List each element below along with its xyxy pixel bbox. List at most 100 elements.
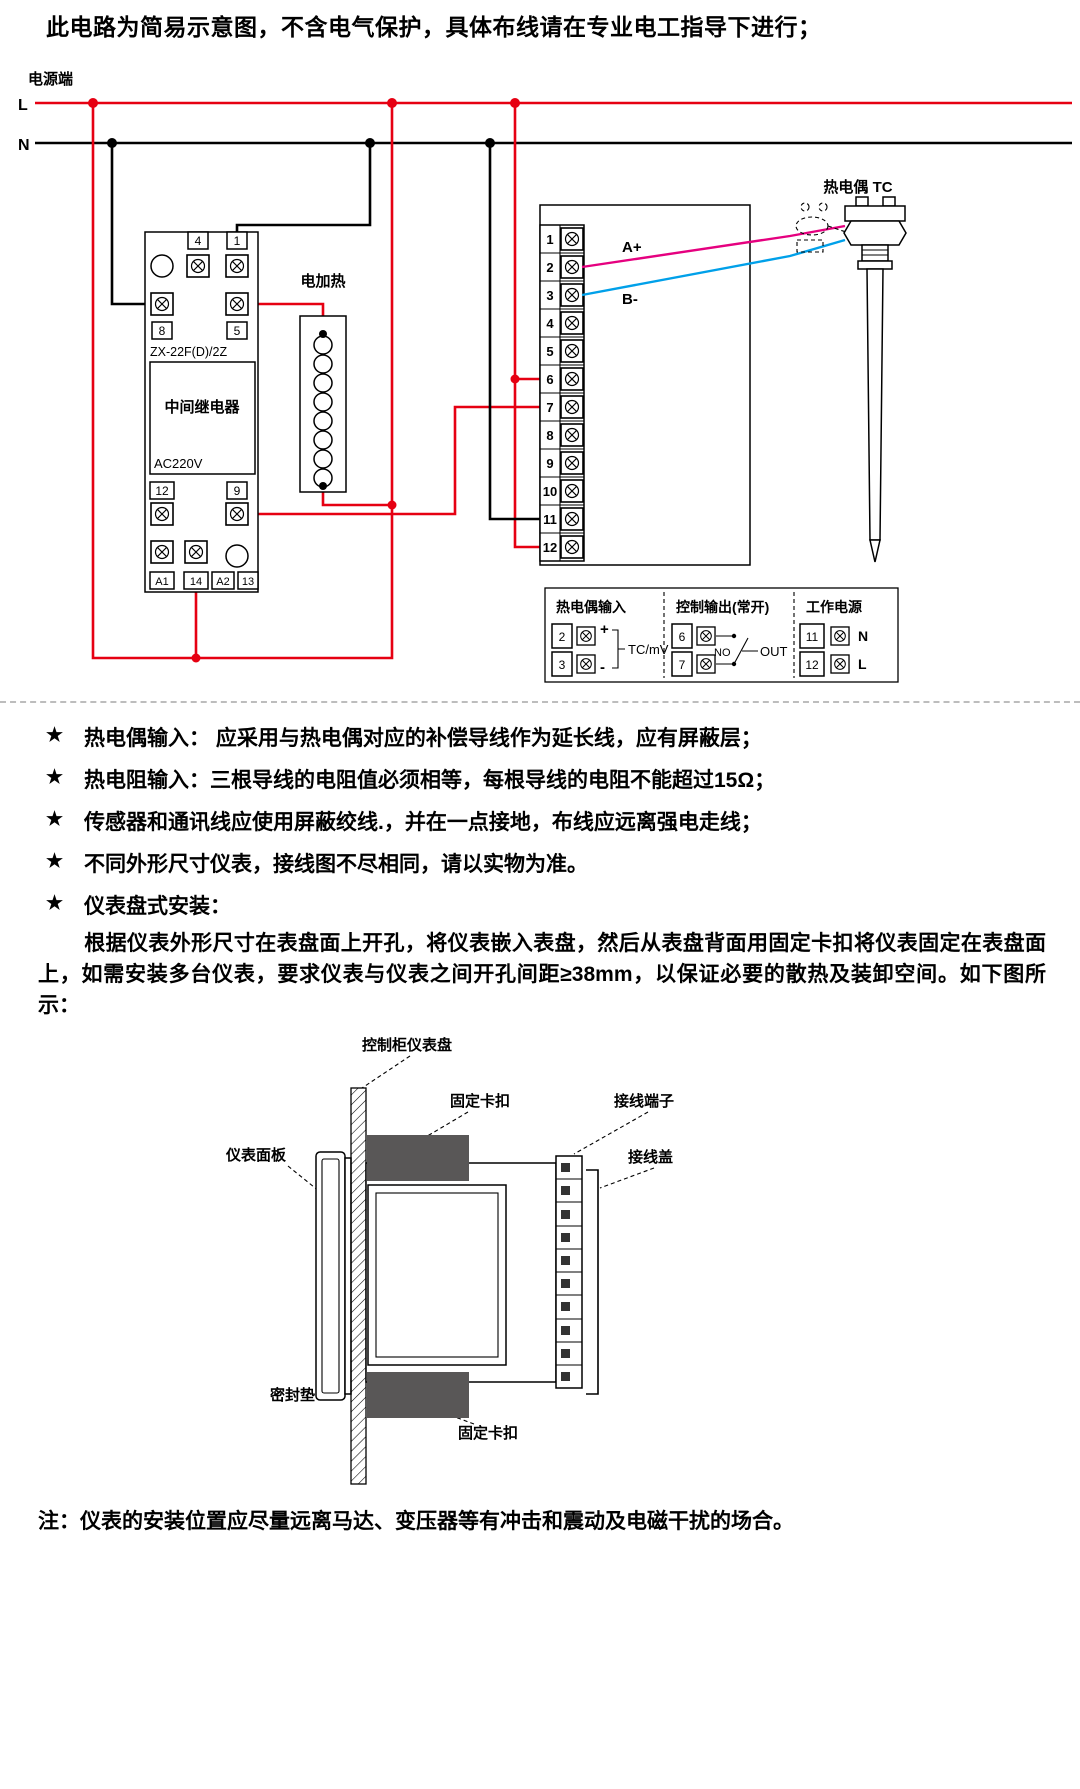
- warning-text: 此电路为简易示意图，不含电气保护，具体布线请在专业电工指导下进行；: [46, 14, 822, 40]
- star-icon: ★: [46, 851, 64, 872]
- relay-model-label: ZX-22F(D)/2Z: [150, 345, 227, 359]
- legend-tc-terminal-3: 3: [559, 658, 566, 672]
- legend-pwr-l: L: [858, 656, 867, 672]
- tc-sheath: [866, 268, 884, 541]
- heater-terminal-top: [319, 330, 327, 338]
- power-rails: 电源端 L N: [18, 70, 1072, 154]
- legend-out-no: NO: [714, 647, 731, 659]
- relay-terminal-8: 8: [159, 324, 166, 338]
- controller-terminal-6: 6: [546, 372, 553, 387]
- legend-out-terminal-7: 7: [679, 658, 686, 672]
- controller-terminal-4: 4: [546, 316, 554, 331]
- thermocouple: 热电偶 TC: [795, 178, 907, 563]
- footnote-text: 注：仪表的安装位置应尽量远离马达、变压器等有冲击和震动及电磁干扰的场合。: [38, 1510, 794, 1533]
- b-minus-label: B-: [622, 291, 638, 308]
- legend-out-terminal-6: 6: [679, 630, 686, 644]
- clip-top-label: 固定卡扣: [450, 1092, 510, 1110]
- a-plus-label: A+: [622, 239, 642, 256]
- fixing-clip-top: [367, 1135, 469, 1181]
- gasket-label: 密封垫: [270, 1386, 315, 1404]
- neutral-label: N: [18, 137, 30, 154]
- tc-minus-wire: [581, 238, 846, 297]
- relay-terminal-9: 9: [234, 484, 241, 498]
- front-panel-label: 仪表面板: [225, 1146, 287, 1164]
- mount-diagram: 控制柜仪表盘 固定卡扣 接线端子 接线盖 仪表面板 密封垫 固定卡扣: [225, 1036, 674, 1485]
- controller-terminal-9: 9: [546, 456, 553, 471]
- terminal-cover-label: 接线盖: [628, 1148, 673, 1166]
- star-icon: ★: [46, 893, 64, 914]
- tc-tip: [869, 539, 881, 563]
- legend-pwr-terminal-11: 11: [806, 630, 819, 644]
- note-text: 传感器和通讯线应使用屏蔽绞线.，并在一点接地，布线应远离强电走线；: [84, 811, 762, 834]
- star-icon: ★: [46, 725, 64, 746]
- legend-out-title: 控制输出(常开): [676, 599, 769, 615]
- legend-out-out: OUT: [760, 644, 788, 659]
- relay-voltage-label: AC220V: [154, 456, 203, 471]
- controller-terminal-11: 11: [543, 512, 557, 527]
- relay-hole-bottom: [225, 544, 249, 568]
- legend-pwr-n: N: [858, 628, 868, 644]
- legend-tc-title: 热电偶输入: [556, 599, 626, 615]
- relay: 4 1 8 5 ZX-22F(D)/2Z 中间继电器 AC220V 12 9: [144, 231, 259, 593]
- controller-terminal-7: 7: [546, 400, 553, 415]
- section-divider: [0, 701, 1080, 703]
- legend-pwr-terminal-12: 12: [805, 658, 819, 672]
- note-item: ★ 热电阻输入：三根导线的电阻值必须相等，每根导线的电阻不能超过15Ω；: [46, 764, 1051, 806]
- terminal-cover: [586, 1169, 599, 1395]
- relay-terminal-1: 1: [234, 234, 241, 248]
- heater: 电加热: [299, 272, 347, 493]
- terminal-block-label: 接线端子: [614, 1092, 674, 1110]
- controller-terminal-12: 12: [543, 540, 557, 555]
- controller-terminal-8: 8: [546, 428, 553, 443]
- relay-terminal-a2: A2: [216, 576, 229, 588]
- mount-labels: 控制柜仪表盘 固定卡扣 接线端子 接线盖 仪表面板 密封垫 固定卡扣: [225, 1036, 674, 1442]
- controller-terminal-1: 1: [546, 232, 553, 247]
- star-icon: ★: [46, 809, 64, 830]
- install-paragraph: 根据仪表外形尺寸在表盘面上开孔，将仪表嵌入表盘，然后从表盘背面用固定卡扣将仪表固…: [38, 932, 1046, 1017]
- star-icon: ★: [46, 767, 64, 788]
- controller: 1 2 3 4 5 6 7 8 9 10 11 12 A+ B-: [539, 204, 751, 566]
- controller-terminal-5: 5: [546, 344, 553, 359]
- cabinet-panel: [350, 1087, 367, 1485]
- relay-terminal-4: 4: [195, 234, 202, 248]
- legend-tc-plus: +: [600, 621, 609, 638]
- live-label: L: [18, 97, 28, 114]
- power-section-label: 电源端: [28, 70, 73, 88]
- controller-terminal-2: 2: [546, 260, 553, 275]
- note-text: 仪表盘式安装：: [84, 895, 231, 918]
- relay-name-label: 中间继电器: [164, 398, 240, 416]
- heater-terminal-bottom: [319, 482, 327, 490]
- terminal-legend: 热电偶输入 2 + 3 - TC/mV 控制输出(常开) 6 7 NO OUT …: [544, 587, 899, 683]
- relay-hole-top: [150, 254, 174, 278]
- controller-terminal-3: 3: [546, 288, 553, 303]
- relay-terminal-13: 13: [242, 576, 254, 588]
- note-item: ★ 热电偶输入： 应采用与热电偶对应的补偿导线作为延长线，应有屏蔽层；: [46, 722, 1051, 764]
- note-item: ★ 传感器和通讯线应使用屏蔽绞线.，并在一点接地，布线应远离强电走线；: [46, 806, 1051, 848]
- notes-list: ★ 热电偶输入： 应采用与热电偶对应的补偿导线作为延长线，应有屏蔽层； ★ 热电…: [46, 722, 1051, 932]
- legend-pwr-title: 工作电源: [806, 599, 862, 615]
- legend-tc-terminal-2: 2: [559, 630, 566, 644]
- mount-drawing: [315, 1087, 599, 1485]
- clip-bottom-label: 固定卡扣: [458, 1424, 518, 1442]
- legend-tc-signal: TC/mV: [628, 642, 669, 657]
- note-text: 热电阻输入：三根导线的电阻值必须相等，每根导线的电阻不能超过15Ω；: [84, 769, 776, 792]
- live-wires: [88, 98, 540, 663]
- heater-label: 电加热: [300, 272, 345, 290]
- relay-terminal-14: 14: [190, 576, 202, 588]
- panel-label: 控制柜仪表盘: [362, 1036, 452, 1054]
- terminal-block: [555, 1155, 583, 1389]
- instrument-bezel: [315, 1151, 346, 1401]
- note-text: 热电偶输入： 应采用与热电偶对应的补偿导线作为延长线，应有屏蔽层；: [84, 727, 762, 750]
- relay-terminal-5: 5: [234, 324, 241, 338]
- legend-tc-minus: -: [600, 659, 605, 676]
- fixing-clip-bottom: [367, 1372, 469, 1418]
- gasket: [344, 1157, 352, 1395]
- note-text: 不同外形尺寸仪表，接线图不尽相同，请以实物为准。: [84, 853, 588, 876]
- thermocouple-label: 热电偶 TC: [823, 178, 892, 196]
- controller-terminal-10: 10: [543, 484, 557, 499]
- note-item: ★ 仪表盘式安装：: [46, 890, 1051, 932]
- note-item: ★ 不同外形尺寸仪表，接线图不尽相同，请以实物为准。: [46, 848, 1051, 890]
- circuit-diagram: 电源端 L N: [18, 70, 1072, 683]
- relay-terminal-12: 12: [155, 484, 169, 498]
